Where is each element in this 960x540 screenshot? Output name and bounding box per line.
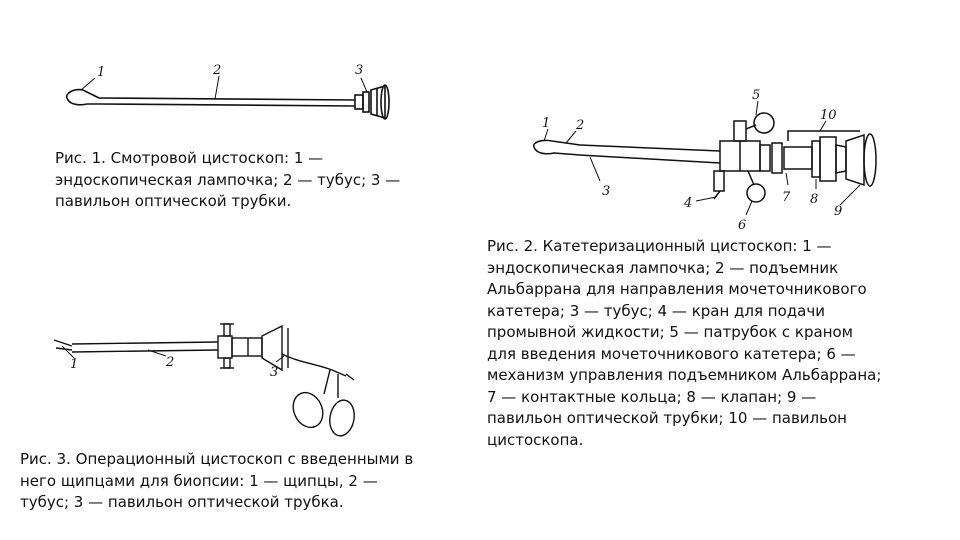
figure2-label-1: 1 (542, 116, 550, 131)
figure2-label-9: 9 (834, 204, 842, 219)
figure2-illustration: 1 2 3 4 5 6 7 8 9 10 (532, 88, 877, 233)
figure1-label-3: 3 (355, 63, 363, 78)
figure1-caption: Рис. 1. Смотровой цистоскоп: 1 — эндоско… (55, 148, 400, 213)
caption-line: павильон оптической трубки. (55, 192, 292, 210)
figure1-label-2: 2 (212, 63, 221, 78)
caption-line: Рис. 3. Операционный цистоскоп с введенн… (20, 450, 414, 468)
caption-line: Альбаррана для направления мочеточниково… (487, 280, 867, 298)
caption-line: цистоскопа. (487, 430, 584, 449)
figure2-label-8: 8 (810, 192, 818, 207)
figure2-label-6: 6 (738, 218, 746, 233)
caption-line: павильон оптической трубки; 10 — павильо… (487, 409, 847, 427)
figure2-label-5: 5 (752, 88, 760, 103)
caption-line: катетера; 3 — тубус; 4 — кран для подачи (487, 301, 825, 320)
figure3-illustration: 1 2 3 (53, 323, 355, 437)
caption-line: для введения мочеточникового катетера; 6… (487, 344, 856, 363)
figure2-label-7: 7 (782, 190, 791, 205)
caption-line: Рис. 2. Катетеризационный цистоскоп: 1 — (487, 237, 832, 255)
figure3-label-3: 3 (270, 365, 278, 380)
figure2-label-10: 10 (820, 108, 837, 123)
figure1-label-1: 1 (97, 65, 105, 80)
figure2-label-4: 4 (683, 196, 692, 211)
caption-line: эндоскопическая лампочка; 2 — подъемник (487, 258, 839, 277)
caption-line: него щипцами для биопсии: 1 — щипцы, 2 — (20, 471, 378, 490)
figure3-caption: Рис. 3. Операционный цистоскоп с введенн… (20, 449, 413, 514)
caption-line: Рис. 1. Смотровой цистоскоп: 1 — (55, 149, 324, 167)
figure3-label-1: 1 (70, 357, 78, 372)
caption-line: механизм управления подъемником Альбарра… (487, 366, 882, 384)
figure3-label-2: 2 (165, 355, 174, 370)
figure2-label-3: 3 (602, 184, 610, 199)
caption-line: тубус; 3 — павильон оптической трубка. (20, 493, 344, 511)
figure2-label-2: 2 (575, 118, 584, 133)
caption-line: промывной жидкости; 5 — патрубок с крано… (487, 323, 853, 341)
figure2-caption: Рис. 2. Катетеризационный цистоскоп: 1 —… (487, 236, 881, 451)
caption-line: эндоскопическая лампочка; 2 — тубус; 3 — (55, 170, 401, 189)
caption-line: 7 — контактные кольца; 8 — клапан; 9 — (487, 387, 817, 406)
figure1-illustration: 1 2 3 (65, 63, 390, 120)
